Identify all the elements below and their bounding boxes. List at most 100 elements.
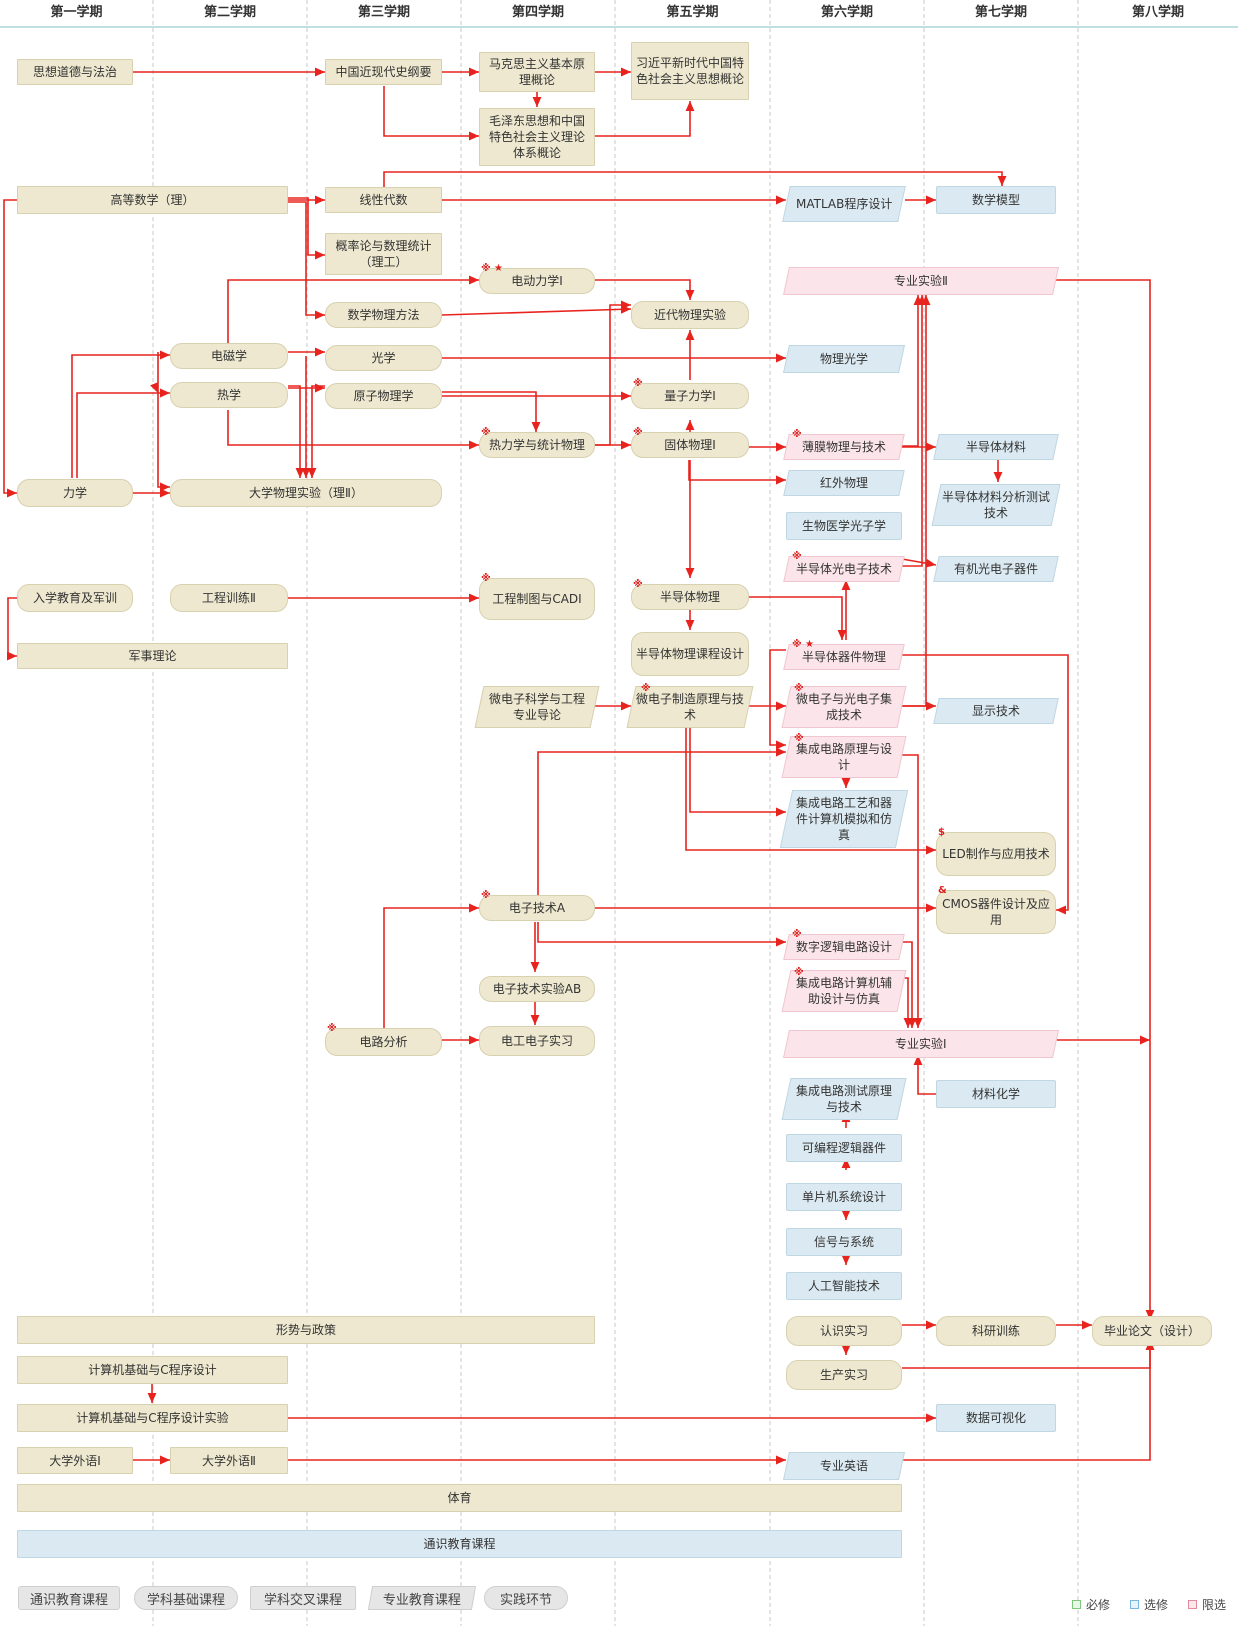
course-danpianji[interactable]: 单片机系统设计: [786, 1183, 902, 1211]
key-mark: ※: [327, 1023, 337, 1034]
course-dianlu[interactable]: 电路分析: [325, 1028, 442, 1056]
course-junshi[interactable]: 军事理论: [17, 643, 288, 669]
course-cailiaohuaxue[interactable]: 材料化学: [936, 1080, 1056, 1108]
course-cmos[interactable]: CMOS器件设计及应用: [936, 890, 1056, 934]
course-daolun[interactable]: 微电子科学与工程专业导论: [474, 686, 600, 728]
key-mark: ※: [794, 967, 804, 978]
course-dianci[interactable]: 电磁学: [170, 343, 288, 369]
key-mark: ※: [792, 429, 802, 440]
course-shengwu[interactable]: 生物医学光子学: [786, 512, 902, 540]
key-mark: ※: [641, 683, 651, 694]
course-tongshi[interactable]: 通识教育课程: [17, 1530, 902, 1558]
course-shumo[interactable]: 数学模型: [936, 186, 1056, 214]
legend-limited: 限选: [1188, 1596, 1226, 1613]
course-jindaishi[interactable]: 中国近现代史纲要: [325, 59, 442, 85]
course-jindaiwulishiyan[interactable]: 近代物理实验: [631, 301, 749, 329]
legend-professional: 专业教育课程: [367, 1586, 477, 1610]
course-dawushiyan[interactable]: 大学物理实验（理Ⅱ）: [170, 479, 442, 507]
course-jisuanji[interactable]: 计算机基础与C程序设计: [17, 1356, 288, 1384]
course-zhuanyeyingyu[interactable]: 专业英语: [783, 1452, 905, 1480]
course-xijinping[interactable]: 习近平新时代中国特色社会主义思想概论: [631, 42, 749, 100]
course-waiyu2[interactable]: 大学外语Ⅱ: [170, 1447, 288, 1474]
course-gongyi[interactable]: 集成电路工艺和器件计算机模拟和仿真: [779, 790, 909, 848]
legend-practice: 实践环节: [484, 1586, 568, 1610]
course-diandong[interactable]: 电动力学Ⅰ: [479, 268, 595, 294]
course-renshi[interactable]: 认识实习: [786, 1316, 902, 1346]
key-mark: ※: [481, 427, 491, 438]
course-bandaotiwuli[interactable]: 半导体物理: [631, 584, 749, 610]
course-biye[interactable]: 毕业论文（设计）: [1092, 1316, 1212, 1346]
elective-swatch: [1130, 1600, 1139, 1609]
course-led[interactable]: LED制作与应用技术: [936, 832, 1056, 876]
course-bandaotifenxi[interactable]: 半导体材料分析测试技术: [931, 484, 1061, 526]
key-mark: ※: [633, 378, 643, 389]
legend-cross-discipline: 学科交叉课程: [250, 1586, 356, 1610]
course-guangxue[interactable]: 光学: [325, 345, 442, 371]
legend-general-education: 通识教育课程: [18, 1586, 120, 1610]
course-youji[interactable]: 有机光电子器件: [933, 556, 1059, 582]
key-mark: ※: [794, 733, 804, 744]
course-kechengsheji[interactable]: 半导体物理课程设计: [631, 632, 749, 676]
course-zhuanyeshiyan2[interactable]: 专业实验Ⅱ: [783, 267, 1059, 295]
dollar-mark: $: [938, 827, 945, 838]
key-mark: ※: [794, 683, 804, 694]
key-mark: ※: [481, 890, 491, 901]
course-shuwufangfa[interactable]: 数学物理方法: [325, 302, 442, 328]
course-lixue[interactable]: 力学: [17, 479, 133, 507]
semester-header-5: 第五学期: [666, 5, 719, 20]
course-tiyu[interactable]: 体育: [17, 1484, 902, 1512]
course-gongchengxunlian[interactable]: 工程训练Ⅱ: [170, 584, 288, 612]
course-waiyu1[interactable]: 大学外语Ⅰ: [17, 1447, 133, 1474]
course-makesi[interactable]: 马克思主义基本原理概论: [479, 52, 595, 92]
course-keyan[interactable]: 科研训练: [936, 1316, 1056, 1346]
course-liangzi[interactable]: 量子力学Ⅰ: [631, 383, 749, 409]
required-swatch: [1072, 1600, 1081, 1609]
course-wuliguangxue[interactable]: 物理光学: [783, 345, 905, 373]
course-matlab[interactable]: MATLAB程序设计: [782, 186, 906, 222]
course-rengong[interactable]: 人工智能技术: [786, 1272, 902, 1300]
legend-elective: 选修: [1130, 1596, 1168, 1613]
course-xianshi[interactable]: 显示技术: [933, 698, 1059, 724]
course-bandaoticailiao[interactable]: 半导体材料: [933, 434, 1059, 460]
course-gailv[interactable]: 概率论与数理统计（理工）: [325, 233, 442, 275]
amp-mark: &: [938, 885, 947, 896]
course-jisuanjishiyan[interactable]: 计算机基础与C程序设计实验: [17, 1404, 288, 1432]
key-mark: ※: [633, 427, 643, 438]
course-xinhao[interactable]: 信号与系统: [786, 1228, 902, 1256]
key-mark: ※: [633, 579, 643, 590]
course-yuanzi[interactable]: 原子物理学: [325, 383, 442, 409]
course-xingshi[interactable]: 形势与政策: [17, 1316, 595, 1344]
course-shengchan[interactable]: 生产实习: [786, 1360, 902, 1390]
course-ceshi[interactable]: 集成电路测试原理与技术: [781, 1078, 907, 1120]
legend-discipline-foundation: 学科基础课程: [134, 1586, 238, 1610]
star-mark: ★: [805, 639, 814, 650]
course-zhuanyeshiyan1[interactable]: 专业实验Ⅰ: [783, 1030, 1059, 1058]
key-mark: ※: [792, 639, 802, 650]
course-maozedong[interactable]: 毛泽东思想和中国特色社会主义理论体系概论: [479, 108, 595, 166]
key-mark: ※: [481, 573, 491, 584]
key-mark: ※: [792, 551, 802, 562]
legend-required: 必修: [1072, 1596, 1110, 1613]
course-guti[interactable]: 固体物理Ⅰ: [631, 432, 749, 458]
course-hongwai[interactable]: 红外物理: [783, 470, 905, 496]
semester-header-8: 第八学期: [1131, 5, 1184, 20]
course-dianzijishuAB[interactable]: 电子技术实验AB: [479, 976, 595, 1002]
course-ruxue[interactable]: 入学教育及军训: [17, 584, 133, 612]
semester-header-2: 第二学期: [203, 5, 256, 20]
course-kebiancheng[interactable]: 可编程逻辑器件: [786, 1134, 902, 1162]
course-sixiang[interactable]: 思想道德与法治: [17, 59, 133, 85]
course-gaoshu[interactable]: 高等数学（理）: [17, 186, 288, 214]
course-gongchengzhitu[interactable]: 工程制图与CADⅠ: [479, 578, 595, 620]
course-relixue[interactable]: 热力学与统计物理: [479, 432, 595, 458]
course-dianzijishuA[interactable]: 电子技术A: [479, 895, 595, 921]
course-xiandai[interactable]: 线性代数: [325, 187, 442, 213]
course-shujukeshihua[interactable]: 数据可视化: [936, 1404, 1056, 1432]
star-mark: ★: [494, 263, 503, 274]
course-rexue[interactable]: 热学: [170, 382, 288, 408]
limited-swatch: [1188, 1600, 1197, 1609]
course-diangong[interactable]: 电工电子实习: [479, 1026, 595, 1056]
key-mark: ※: [792, 929, 802, 940]
